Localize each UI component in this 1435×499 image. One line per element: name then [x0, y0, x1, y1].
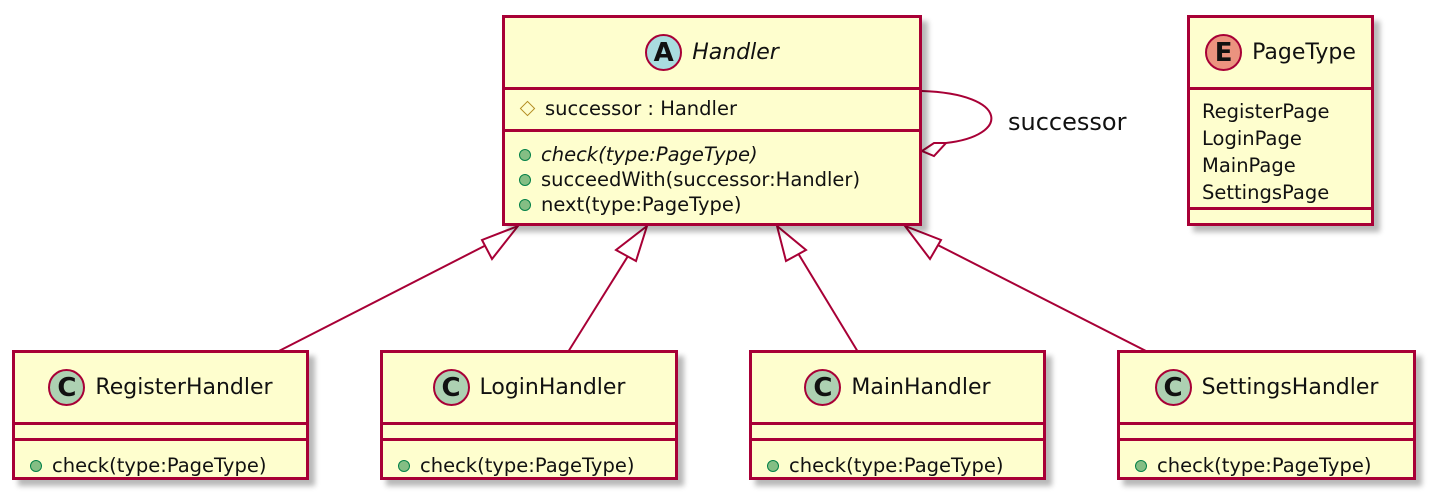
handler-methods-section: check(type:PageType) succeedWith(success… [505, 129, 919, 217]
login-handler-header: C LoginHandler [383, 353, 675, 422]
handler-fields-section: successor : Handler [505, 87, 919, 129]
enum-literal: RegisterPage [1202, 100, 1330, 123]
class-icon: C [432, 369, 470, 406]
main-handler-name: MainHandler [851, 375, 991, 400]
method-row-check: check(type:PageType) [767, 453, 1043, 478]
settings-handler-header: C SettingsHandler [1120, 353, 1413, 422]
main-handler-class[interactable]: C MainHandler check(type:PageType) [749, 350, 1046, 480]
pagetype-empty-section [1190, 207, 1371, 223]
pagetype-literals-section: RegisterPage LoginPage MainPage Settings… [1190, 87, 1371, 207]
method-row-next: next(type:PageType) [519, 192, 919, 217]
inheritance-arrowhead-main [775, 223, 808, 263]
enum-icon: E [1205, 34, 1243, 71]
class-icon: C [804, 369, 842, 406]
settings-handler-methods-section: check(type:PageType) [1120, 438, 1413, 478]
handler-class-header: A Handler [505, 18, 919, 87]
inheritance-line-login [567, 239, 639, 353]
handler-class-name: Handler [692, 40, 779, 65]
method-row-check: check(type:PageType) [1135, 453, 1413, 478]
protected-visibility-icon [519, 100, 536, 117]
class-icon: C [48, 369, 86, 406]
pagetype-enum-name: PageType [1252, 40, 1356, 65]
register-handler-fields-section [15, 422, 306, 438]
method-row-check: check(type:PageType) [30, 453, 306, 478]
pagetype-enum-header: E PageType [1190, 18, 1371, 87]
public-visibility-icon [519, 148, 531, 161]
public-visibility-icon [519, 173, 531, 186]
login-handler-class[interactable]: C LoginHandler check(type:PageType) [380, 350, 678, 480]
class-icon: C [1154, 369, 1192, 406]
main-handler-fields-section [752, 422, 1043, 438]
login-handler-fields-section [383, 422, 675, 438]
handler-class[interactable]: A Handler successor : Handler check(type… [502, 15, 922, 226]
register-handler-class[interactable]: C RegisterHandler check(type:PageType) [12, 350, 309, 480]
method-row-succeed-with: succeedWith(successor:Handler) [519, 167, 919, 192]
enum-literal: MainPage [1202, 154, 1296, 177]
public-visibility-icon [30, 459, 42, 472]
method-row-check: check(type:PageType) [398, 453, 675, 478]
settings-handler-name: SettingsHandler [1201, 375, 1379, 400]
inheritance-arrowhead-settings [902, 223, 943, 261]
public-visibility-icon [398, 459, 410, 472]
settings-handler-fields-section [1120, 422, 1413, 438]
method-row-check: check(type:PageType) [519, 142, 919, 167]
enum-literal: SettingsPage [1202, 181, 1330, 204]
register-handler-name: RegisterHandler [95, 375, 273, 400]
inheritance-line-main [789, 239, 859, 353]
public-visibility-icon [767, 459, 779, 472]
self-association-path [921, 90, 993, 144]
inheritance-arrowhead-register [480, 223, 522, 261]
pagetype-enum[interactable]: E PageType RegisterPage LoginPage MainPa… [1187, 15, 1374, 226]
enum-literal: LoginPage [1202, 127, 1302, 150]
abstract-class-icon: A [645, 34, 683, 71]
inheritance-line-settings [921, 236, 1149, 353]
aggregation-diamond [919, 142, 949, 158]
register-handler-header: C RegisterHandler [15, 353, 306, 422]
main-handler-methods-section: check(type:PageType) [752, 438, 1043, 478]
register-handler-methods-section: check(type:PageType) [15, 438, 306, 478]
inheritance-arrowhead-login [614, 223, 649, 263]
settings-handler-class[interactable]: C SettingsHandler check(type:PageType) [1117, 350, 1416, 480]
login-handler-name: LoginHandler [479, 375, 626, 400]
self-association-label: successor [1008, 108, 1127, 136]
public-visibility-icon [519, 198, 531, 211]
field-row: successor : Handler [519, 96, 919, 121]
inheritance-line-register [276, 236, 503, 353]
main-handler-header: C MainHandler [752, 353, 1043, 422]
login-handler-methods-section: check(type:PageType) [383, 438, 675, 478]
public-visibility-icon [1135, 459, 1147, 472]
